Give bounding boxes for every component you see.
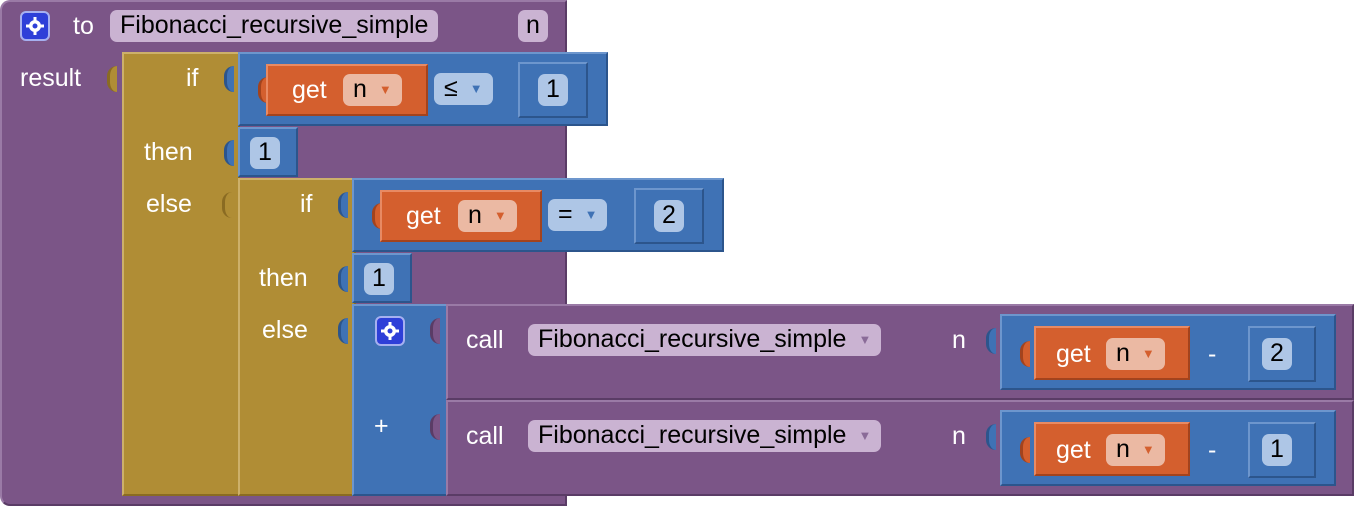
outer-cond-notch [224, 66, 234, 92]
call2-num-inset [1248, 422, 1316, 478]
outer-get-var-dropdown[interactable]: n▼ [343, 74, 402, 106]
dropdown-arrow-icon: ▼ [469, 81, 483, 96]
call2-notch [430, 414, 440, 440]
sum-operator: + [374, 412, 389, 440]
inner-operator: = [558, 200, 573, 228]
call2-arg-notch [986, 424, 996, 450]
outer-compare-value[interactable]: 1 [538, 74, 568, 106]
call1-notch [430, 318, 440, 344]
call2-proc-dropdown[interactable]: Fibonacci_recursive_simple ▼ [528, 420, 882, 452]
inner-get-var: n [468, 201, 482, 229]
mutator-gear-icon[interactable] [20, 11, 50, 41]
inner-then-value[interactable]: 1 [364, 263, 394, 295]
dropdown-arrow-icon: ▼ [1141, 442, 1155, 457]
inner-then-notch [338, 266, 348, 292]
call2-get-var-dropdown[interactable]: n▼ [1106, 434, 1165, 466]
inner-get-var-dropdown[interactable]: n▼ [458, 200, 517, 232]
outer-then-label: then [144, 138, 193, 166]
call1-get-label: get [1056, 340, 1091, 368]
inner-else-notch [338, 318, 348, 344]
dropdown-arrow-icon: ▼ [493, 208, 507, 223]
call1-arg-notch [986, 328, 996, 354]
outer-if-block[interactable] [122, 52, 240, 496]
call2-proc: Fibonacci_recursive_simple [538, 421, 847, 449]
call1-operator: - [1208, 340, 1217, 368]
call2-arg-label: n [952, 422, 966, 450]
call2-get-label: get [1056, 436, 1091, 464]
outer-else-socket-notch [222, 192, 232, 218]
call2-label: call [466, 422, 504, 450]
outer-then-value[interactable]: 1 [250, 137, 280, 169]
outer-then-notch [224, 140, 234, 166]
outer-get-label: get [292, 76, 327, 104]
inner-num-inset [634, 188, 704, 244]
outer-num-inset [518, 62, 588, 118]
call2-operator: - [1208, 436, 1217, 464]
inner-else-label: else [262, 316, 308, 344]
call2-value[interactable]: 1 [1262, 434, 1292, 466]
call1-proc-dropdown[interactable]: Fibonacci_recursive_simple ▼ [528, 324, 882, 356]
call2-get-var: n [1116, 435, 1130, 463]
call1-value[interactable]: 2 [1262, 338, 1292, 370]
procedure-keyword-to: to [73, 12, 94, 40]
dropdown-arrow-icon: ▼ [858, 428, 872, 443]
outer-operator-dropdown[interactable]: ≤▼ [434, 73, 493, 105]
inner-if-label: if [300, 190, 313, 218]
inner-operator-dropdown[interactable]: =▼ [548, 199, 608, 231]
call1-get-var-dropdown[interactable]: n▼ [1106, 338, 1165, 370]
dropdown-arrow-icon: ▼ [858, 332, 872, 347]
result-label: result [20, 64, 82, 92]
inner-get-label: get [406, 202, 441, 230]
dropdown-arrow-icon: ▼ [1141, 346, 1155, 361]
call1-num-inset [1248, 326, 1316, 382]
call2-get-notch [1020, 437, 1030, 463]
result-socket-notch [107, 66, 117, 92]
procedure-param-field[interactable]: n [518, 10, 548, 42]
dropdown-arrow-icon: ▼ [378, 82, 392, 97]
outer-if-label: if [186, 64, 199, 92]
call1-proc: Fibonacci_recursive_simple [538, 325, 847, 353]
call1-get-notch [1020, 341, 1030, 367]
outer-get-var: n [353, 75, 367, 103]
procedure-name-field[interactable]: Fibonacci_recursive_simple [110, 10, 439, 42]
inner-cond-notch [338, 192, 348, 218]
call1-label: call [466, 326, 504, 354]
call1-get-var: n [1116, 339, 1130, 367]
outer-get-notch [258, 77, 268, 103]
call1-arg-label: n [952, 326, 966, 354]
outer-operator: ≤ [444, 74, 458, 102]
sum-mutator-gear-icon[interactable] [375, 316, 405, 346]
inner-compare-value[interactable]: 2 [654, 200, 684, 232]
outer-else-label: else [146, 190, 192, 218]
inner-get-notch [372, 203, 382, 229]
inner-then-label: then [259, 264, 308, 292]
dropdown-arrow-icon: ▼ [584, 207, 598, 222]
